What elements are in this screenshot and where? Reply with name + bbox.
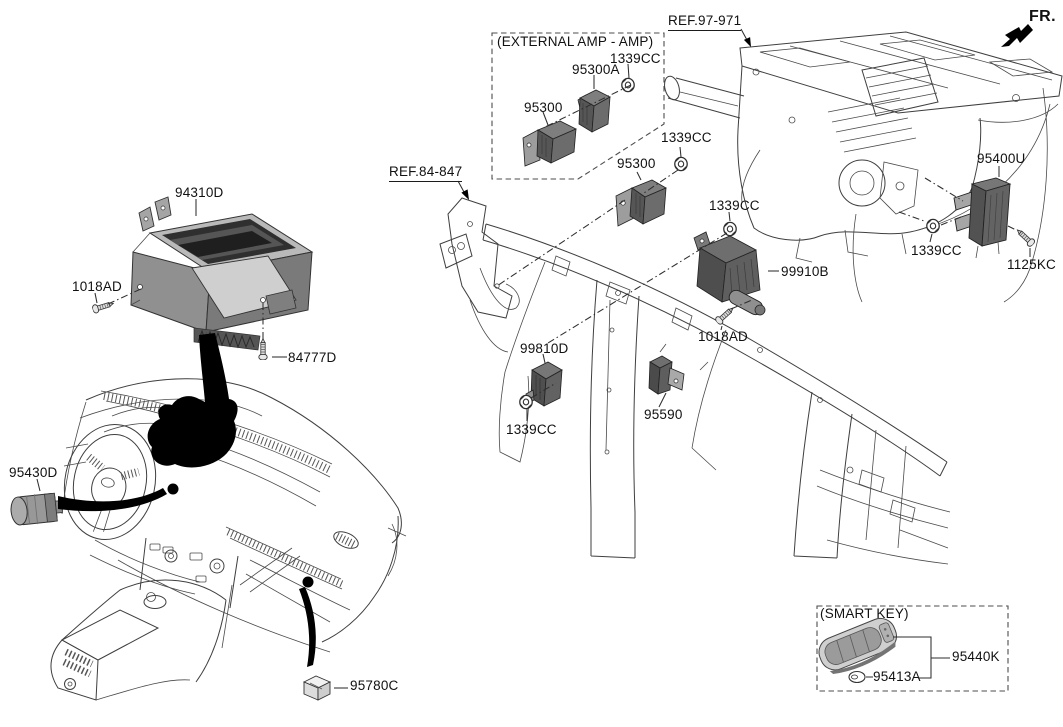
callout-1339cc-a: 1339CC bbox=[610, 51, 661, 66]
callout-1339cc-b: 1339CC bbox=[661, 130, 712, 145]
callout-1339cc-c: 1339CC bbox=[506, 422, 557, 437]
module-95590 bbox=[648, 355, 685, 395]
ref-label-84-847: REF.84-847 bbox=[389, 164, 463, 182]
assembly-axis-lines bbox=[107, 84, 1017, 399]
callout-1339cc-e: 1339CC bbox=[911, 243, 962, 258]
smart-key-bracket-lines bbox=[866, 636, 950, 679]
callout-95413a: 95413A bbox=[873, 669, 921, 684]
nut-1339cc-a bbox=[621, 77, 635, 93]
smart-key-fob bbox=[818, 617, 897, 675]
callout-1018ad-b: 1018AD bbox=[698, 329, 748, 344]
callout-95430d: 95430D bbox=[9, 465, 58, 480]
locator-arrow-95780c bbox=[299, 576, 316, 667]
nut-1339cc-b bbox=[674, 156, 688, 172]
module-99810d bbox=[525, 361, 563, 407]
callout-99810d: 99810D bbox=[520, 341, 569, 356]
amp-module-95300-outer bbox=[615, 179, 667, 227]
callout-95440k: 95440K bbox=[952, 649, 1000, 664]
screw-1125kc bbox=[1014, 226, 1037, 249]
locator-arrow-95430d bbox=[58, 483, 179, 512]
smart-key-group-box bbox=[816, 605, 1009, 692]
callout-95300a: 95300A bbox=[572, 62, 620, 77]
amp-module-95300-inner bbox=[522, 120, 577, 167]
smart-key-group-label: (SMART KEY) bbox=[820, 606, 909, 621]
fr-direction-label: FR. bbox=[1029, 8, 1056, 25]
callout-1125kc: 1125KC bbox=[1007, 257, 1056, 272]
dashboard-drawing bbox=[50, 378, 407, 701]
external-amp-group-label: (EXTERNAL AMP - AMP) bbox=[497, 34, 654, 49]
locator-arrow-junction-box bbox=[147, 333, 238, 468]
callout-1018ad-a: 1018AD bbox=[72, 279, 122, 294]
callout-95400u: 95400U bbox=[977, 151, 1026, 166]
antenna-95430d bbox=[10, 492, 63, 526]
callout-95300-outer: 95300 bbox=[617, 156, 656, 171]
callout-84777d: 84777D bbox=[288, 350, 337, 365]
callout-95300-inner: 95300 bbox=[524, 100, 563, 115]
leader-lines bbox=[36, 63, 1031, 689]
junction-box-94310d bbox=[130, 196, 314, 351]
crossmember-assembly-drawing bbox=[439, 197, 951, 565]
module-99910b bbox=[693, 231, 766, 316]
module-95400u bbox=[953, 177, 1012, 259]
callout-95590: 95590 bbox=[644, 407, 683, 422]
callout-1339cc-d: 1339CC bbox=[709, 198, 760, 213]
fr-direction-arrow bbox=[1001, 24, 1033, 47]
amp-module-95300a bbox=[577, 89, 611, 133]
callout-95780c: 95780C bbox=[350, 678, 399, 693]
callout-99910b: 99910B bbox=[781, 264, 829, 279]
nut-1339cc-c bbox=[519, 394, 533, 410]
ref-84-847-arrow bbox=[457, 180, 469, 200]
screw-84777d bbox=[258, 338, 268, 360]
nut-1339cc-e bbox=[926, 218, 940, 234]
battery-95413a bbox=[848, 670, 866, 684]
ref-97-971-arrow bbox=[740, 28, 751, 47]
callout-94310d: 94310D bbox=[175, 185, 224, 200]
screw-1018ad-a bbox=[91, 298, 115, 315]
buzzer-95780c bbox=[302, 675, 332, 701]
ref-label-97-971: REF.97-971 bbox=[668, 13, 742, 31]
